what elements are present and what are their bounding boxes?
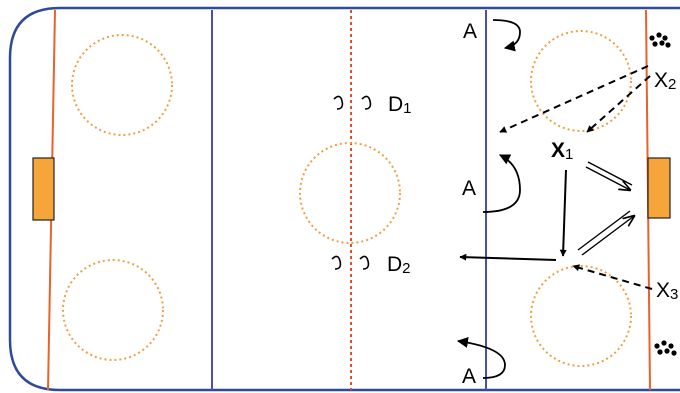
player-a-top: A <box>463 20 477 43</box>
net-icon <box>32 157 55 221</box>
pass-x3-in <box>572 264 653 290</box>
attacker-curl-mid <box>482 154 521 213</box>
player-a-mid: A <box>462 177 476 200</box>
player-d2: D2 <box>387 253 411 277</box>
skate-across <box>459 253 557 261</box>
player-x1: X1 <box>551 139 573 163</box>
defender-skate-marks <box>331 95 372 270</box>
player-d1: D1 <box>388 93 412 117</box>
puck-pile-icon <box>654 340 677 356</box>
attacker-curl-bottom <box>456 337 506 379</box>
pass-x2-to-x1 <box>586 75 651 133</box>
faceoff-circle-right-bottom <box>530 265 632 367</box>
puck-pile-icon <box>649 32 671 48</box>
player-a-bottom: A <box>462 365 476 388</box>
shot-low-to-net <box>577 210 634 256</box>
net-icon <box>647 157 671 219</box>
faceoff-circle-center <box>299 142 401 244</box>
skate-x1-down <box>559 169 567 257</box>
faceoff-circle-left-top <box>71 34 173 136</box>
player-x3: X3 <box>656 279 678 303</box>
rink-boards <box>8 6 680 392</box>
faceoff-circle-right-top <box>530 30 632 132</box>
faceoff-circle-left-bottom <box>62 259 164 361</box>
shot-x1-to-net <box>585 161 632 190</box>
player-x2: X2 <box>654 69 676 93</box>
pass-x2-to-a <box>499 65 649 133</box>
attacker-curl-top <box>492 19 521 52</box>
